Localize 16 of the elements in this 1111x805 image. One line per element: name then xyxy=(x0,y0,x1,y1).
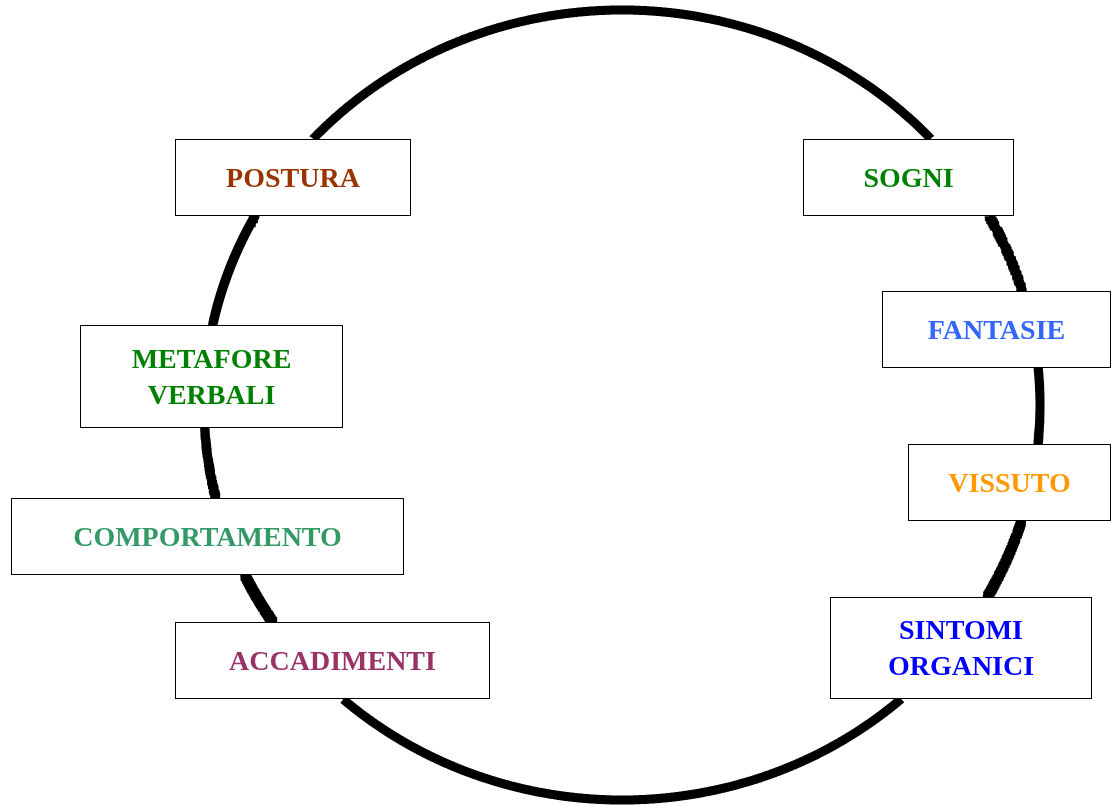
node-label: VISSUTO xyxy=(948,465,1071,500)
node-label: FANTASIE xyxy=(927,312,1066,347)
node-label: COMPORTAMENTO xyxy=(73,519,342,554)
text-box xyxy=(882,291,1111,368)
text-box xyxy=(830,597,1092,699)
text-box xyxy=(908,444,1111,521)
node-label: SINTOMI ORGANICI xyxy=(886,613,1036,683)
text-box xyxy=(80,325,343,428)
node-label: ACCADIMENTI xyxy=(229,643,436,678)
node-label: POSTURA xyxy=(226,160,360,195)
text-box xyxy=(803,139,1014,216)
text-box xyxy=(175,139,411,216)
text-box xyxy=(11,498,404,575)
node-label: SOGNI xyxy=(863,160,954,195)
text-box xyxy=(175,622,490,699)
node-label: METAFORE VERBALI xyxy=(130,341,293,412)
